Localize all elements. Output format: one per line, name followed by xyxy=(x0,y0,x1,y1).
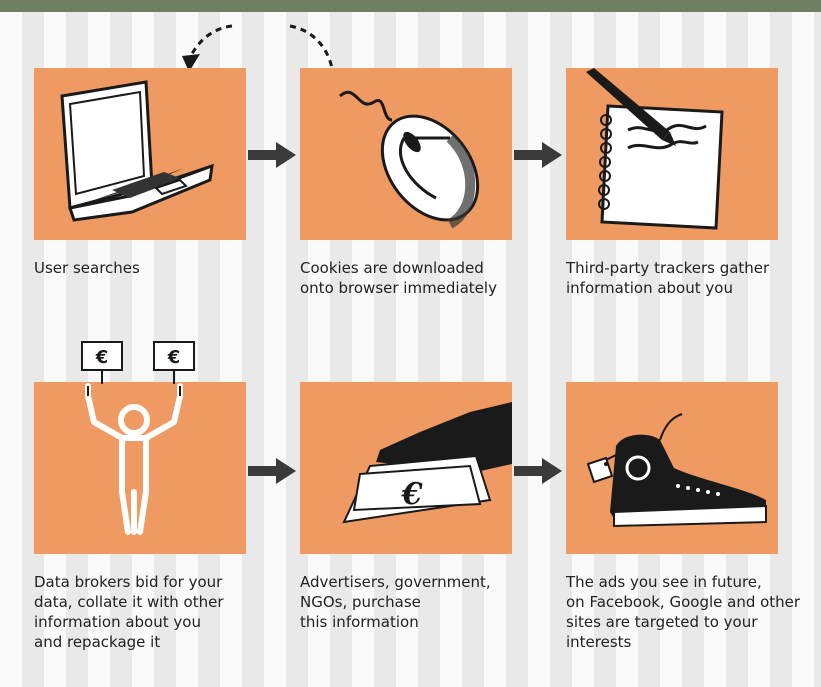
caption-line: information about you xyxy=(34,612,284,632)
notebook-pen-icon xyxy=(566,68,778,240)
mouse-icon xyxy=(300,68,512,240)
euro-signs-icon: € € xyxy=(80,340,280,386)
step-brokers-caption: Data brokers bid for your data, collate … xyxy=(34,572,284,652)
euro-sign-left: € xyxy=(95,347,109,368)
caption-line: User searches xyxy=(34,258,284,278)
arrow-right-icon xyxy=(248,456,298,486)
caption-line: sites are targeted to your xyxy=(566,612,816,632)
caption-line: information about you xyxy=(566,278,816,298)
caption-line: NGOs, purchase xyxy=(300,592,550,612)
arrow-right-icon xyxy=(248,140,298,170)
caption-line: Third-party trackers gather xyxy=(566,258,816,278)
caption-line: this information xyxy=(300,612,550,632)
step-purchasers-caption: Advertisers, government, NGOs, purchase … xyxy=(300,572,550,632)
step-cookies-caption: Cookies are downloaded onto browser imme… xyxy=(300,258,550,298)
caption-line: and repackage it xyxy=(34,632,284,652)
caption-line: Cookies are downloaded xyxy=(300,258,550,278)
caption-line: Advertisers, government, xyxy=(300,572,550,592)
caption-line: data, collate it with other xyxy=(34,592,284,612)
step-brokers-panel xyxy=(34,382,246,554)
banknote-euro-sign: € xyxy=(401,477,423,512)
arrow-right-icon xyxy=(514,140,564,170)
caption-line: onto browser immediately xyxy=(300,278,550,298)
euro-sign-right: € xyxy=(167,347,181,368)
arrow-right-icon xyxy=(514,456,564,486)
person-holding-euro-signs-icon xyxy=(34,382,246,554)
caption-line: The ads you see in future, xyxy=(566,572,816,592)
step-trackers-caption: Third-party trackers gather information … xyxy=(566,258,816,298)
sneaker-icon xyxy=(566,382,778,554)
step-targeted-ads-panel xyxy=(566,382,778,554)
step-targeted-ads-caption: The ads you see in future, on Facebook, … xyxy=(566,572,816,652)
laptop-icon xyxy=(34,68,246,240)
caption-line: on Facebook, Google and other xyxy=(566,592,816,612)
hand-with-banknote-icon: € xyxy=(300,382,512,554)
step-trackers-panel xyxy=(566,68,778,240)
step-cookies-panel xyxy=(300,68,512,240)
step-user-searches-panel xyxy=(34,68,246,240)
step-user-searches-caption: User searches xyxy=(34,258,284,278)
step-purchasers-panel: € xyxy=(300,382,512,554)
caption-line: interests xyxy=(566,632,816,652)
top-bar xyxy=(0,0,821,12)
caption-line: Data brokers bid for your xyxy=(34,572,284,592)
